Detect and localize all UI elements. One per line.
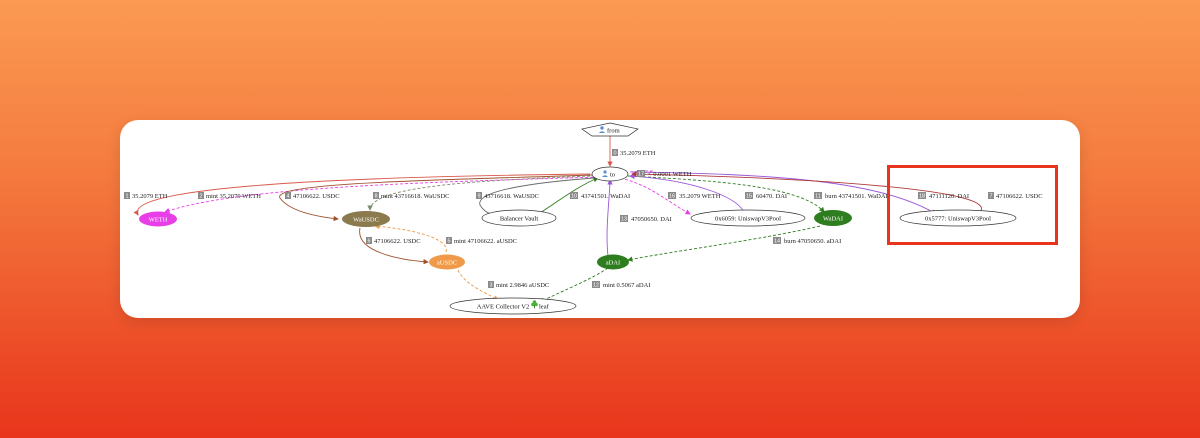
user-icon [602, 170, 608, 177]
node-weth[interactable]: WETH [139, 211, 177, 227]
svg-text:47106622. USDC: 47106622. USDC [996, 193, 1043, 200]
edge-label-15: 15 60470. DAI [745, 192, 787, 200]
edge-label-3: 3 mint 2.9846 aUSDC [488, 281, 549, 289]
svg-text:35.2079 ETH: 35.2079 ETH [132, 193, 168, 200]
node-ausdc[interactable]: aUSDC [429, 254, 465, 270]
svg-text:Balancer Vault: Balancer Vault [500, 216, 539, 223]
edge-label-13: 13 47050650. DAI [620, 215, 672, 223]
svg-text:mint 0.5067 aDAI: mint 0.5067 aDAI [603, 282, 650, 289]
svg-text:burn 47050650. aDAI: burn 47050650. aDAI [784, 238, 841, 245]
edge-1 [133, 173, 591, 216]
svg-text:aUSDC: aUSDC [437, 260, 457, 267]
edge-10 [539, 177, 599, 214]
leaf-icon [531, 300, 538, 309]
node-aave-collector[interactable]: AAVE Collector V2 leaf [449, 297, 577, 315]
svg-text:AAVE Collector V2: AAVE Collector V2 [477, 304, 529, 311]
edge-label-10: 10 43741501. WaDAI [570, 192, 630, 200]
svg-text:mint 43716618. WaUSDC: mint 43716618. WaUSDC [381, 193, 450, 200]
edge-label-1: 1 35.2079 ETH [124, 192, 168, 200]
svg-text:aDAI: aDAI [606, 260, 620, 267]
svg-text:0x5777: UniswapV3Pool: 0x5777: UniswapV3Pool [925, 216, 991, 223]
edge-2 [164, 176, 599, 214]
edge-11 [627, 175, 825, 213]
node-adai[interactable]: aDAI [597, 254, 629, 270]
svg-text:43716618. WaUSDC: 43716618. WaUSDC [484, 193, 539, 200]
svg-text:from: from [607, 128, 620, 135]
svg-text:47106622. USDC: 47106622. USDC [293, 193, 340, 200]
svg-text:15: 15 [746, 194, 752, 200]
svg-text:10: 10 [571, 194, 577, 200]
svg-text:mint 47106622. aUSDC: mint 47106622. aUSDC [454, 238, 517, 245]
svg-text:WaDAI: WaDAI [823, 216, 843, 223]
svg-text:< 0.0001 WETH: < 0.0001 WETH [648, 171, 692, 178]
svg-text:7: 7 [989, 194, 992, 200]
svg-text:47106622. USDC: 47106622. USDC [374, 238, 421, 245]
node-wausdc[interactable]: WaUSDC [342, 211, 390, 227]
edge-7 [631, 171, 982, 213]
svg-text:to: to [610, 172, 615, 179]
svg-text:WaUSDC: WaUSDC [353, 217, 379, 224]
svg-text:13: 13 [621, 217, 627, 223]
edge-13 [606, 179, 613, 257]
svg-text:0x6059: UniswapV3Pool: 0x6059: UniswapV3Pool [715, 216, 781, 223]
svg-text:9: 9 [477, 194, 480, 200]
edge-16 [619, 177, 691, 215]
node-pool-6059[interactable]: 0x6059: UniswapV3Pool [690, 209, 806, 227]
edge-label-0: 0 35.2079 ETH [612, 149, 656, 157]
edge-label-4: 4 47106622. USDC [285, 192, 340, 200]
svg-text:mint 35.2079 WETH: mint 35.2079 WETH [206, 193, 261, 200]
svg-text:47111120. DAI: 47111120. DAI [929, 193, 969, 200]
edge-label-17: 17 < 0.0001 WETH [637, 170, 692, 178]
svg-text:60470. DAI: 60470. DAI [756, 193, 787, 200]
flow-graph: 0 35.2079 ETH 1 35.2079 ETH 2 mint 35.2079 … [124, 122, 1043, 315]
edge-label-2: 2 mint 35.2079 WETH [198, 192, 261, 200]
graph-card: 0 35.2079 ETH 1 35.2079 ETH 2 mint 35.2079 … [120, 120, 1080, 318]
svg-text:47050650. DAI: 47050650. DAI [631, 216, 672, 223]
svg-text:17: 17 [638, 172, 644, 178]
svg-text:5: 5 [447, 239, 450, 245]
edge-label-12: 12 mint 0.5067 aDAI [592, 281, 650, 289]
svg-text:3: 3 [489, 283, 492, 289]
node-wadai[interactable]: WaDAI [814, 210, 852, 226]
svg-text:8: 8 [374, 194, 377, 200]
svg-text:mint 2.9846 aUSDC: mint 2.9846 aUSDC [496, 282, 549, 289]
edge-14 [627, 225, 821, 262]
svg-text:burn 43741501. WaDAI: burn 43741501. WaDAI [825, 193, 888, 200]
edge-label-16: 16 35.2079 WETH [668, 192, 721, 200]
svg-text:leaf: leaf [539, 304, 550, 311]
edge-label-11: 11 burn 43741501. WaDAI [814, 192, 888, 200]
node-from[interactable]: from [581, 122, 639, 137]
svg-text:6: 6 [367, 239, 370, 245]
svg-text:35.2079 WETH: 35.2079 WETH [679, 193, 721, 200]
edge-6 [359, 227, 429, 265]
svg-text:WETH: WETH [149, 217, 168, 224]
edge-4 [279, 174, 593, 222]
svg-text:18: 18 [919, 194, 925, 200]
edge-label-9: 9 43716618. WaUSDC [476, 192, 539, 200]
user-icon [598, 126, 606, 133]
svg-text:4: 4 [286, 194, 289, 200]
edge-label-14: 14 burn 47050650. aDAI [773, 237, 841, 245]
svg-text:16: 16 [669, 194, 675, 200]
svg-text:43741501. WaDAI: 43741501. WaDAI [581, 193, 630, 200]
svg-text:0: 0 [613, 151, 616, 157]
edge-5 [374, 223, 447, 253]
node-balancer-vault[interactable]: Balancer Vault [481, 209, 557, 227]
edge-label-7: 7 47106622. USDC [988, 192, 1043, 200]
svg-text:35.2079 ETH: 35.2079 ETH [620, 150, 656, 157]
edge-12 [539, 267, 609, 303]
svg-text:12: 12 [593, 283, 599, 289]
edge-label-18: 18 47111120. DAI [918, 192, 969, 200]
edge-label-6: 6 47106622. USDC [366, 237, 421, 245]
svg-text:11: 11 [815, 194, 821, 200]
svg-text:1: 1 [125, 194, 128, 200]
node-pool-5777[interactable]: 0x5777: UniswapV3Pool [899, 209, 1017, 227]
edge-8 [367, 175, 591, 211]
edge-15 [629, 173, 745, 213]
node-to[interactable]: to [591, 166, 629, 182]
edge-label-8: 8 mint 43716618. WaUSDC [373, 192, 450, 200]
svg-text:2: 2 [199, 194, 202, 200]
edge-label-5: 5 mint 47106622. aUSDC [446, 237, 517, 245]
svg-text:14: 14 [774, 239, 780, 245]
